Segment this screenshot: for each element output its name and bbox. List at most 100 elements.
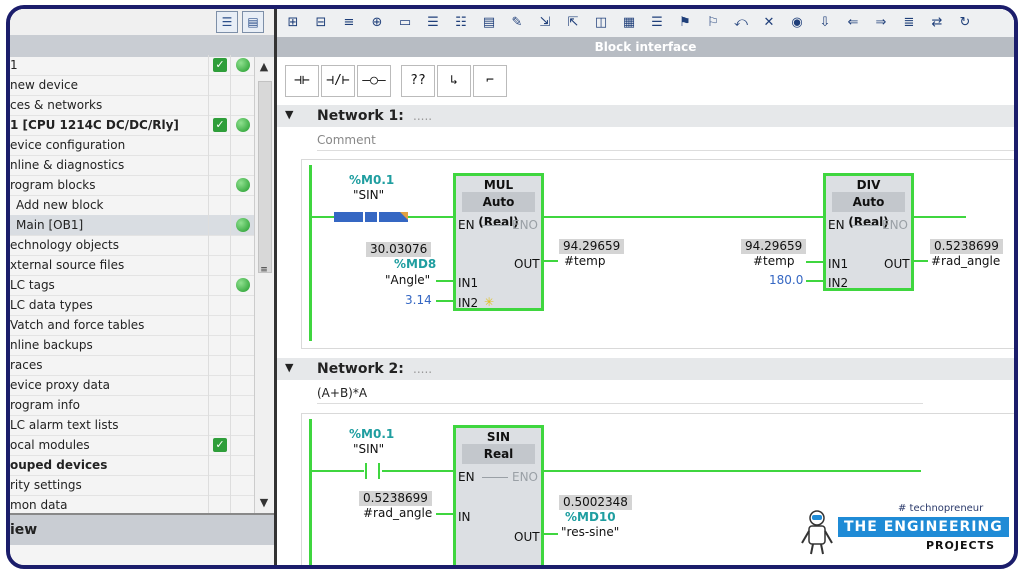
- network-title: Network 2:: [317, 361, 404, 377]
- block-interface-bar[interactable]: Block interface: [277, 37, 1014, 57]
- tree-item[interactable]: LC tags: [10, 275, 254, 296]
- tree-item[interactable]: evice proxy data: [10, 375, 254, 396]
- compare-icon[interactable]: ⇄: [931, 15, 943, 30]
- normally-closed-contact-icon[interactable]: ⊣/⊢: [321, 65, 355, 97]
- tree-item[interactable]: LC alarm text lists: [10, 415, 254, 436]
- tree-item[interactable]: nline & diagnostics: [10, 155, 254, 176]
- sin-block[interactable]: SIN Real EN ENO IN OUT: [453, 425, 544, 565]
- tree-item[interactable]: Vatch and force tables: [10, 315, 254, 336]
- tree-item[interactable]: 1✓: [10, 55, 254, 76]
- network-1: %M0.1 "SIN" MUL Auto (Real) EN ENO OUT I…: [301, 159, 1014, 349]
- tree-item[interactable]: Main [OB1]: [10, 215, 254, 236]
- mul-in1-symbol[interactable]: "Angle": [385, 273, 431, 287]
- network-comment[interactable]: Comment: [317, 130, 1014, 151]
- coil-icon[interactable]: –○–: [357, 65, 391, 97]
- tree-item[interactable]: ouped devices: [10, 455, 254, 476]
- pin-in1: IN1: [828, 257, 849, 271]
- network-title-placeholder: .....: [413, 109, 433, 123]
- tree-item[interactable]: nline backups: [10, 335, 254, 356]
- mul-block[interactable]: MUL Auto (Real) EN ENO OUT IN1 IN2 ✳: [453, 173, 544, 311]
- pin-en: EN: [458, 470, 475, 484]
- mul-in2-value[interactable]: 3.14: [405, 293, 432, 307]
- normally-open-contact-icon[interactable]: ⊣⊢: [285, 65, 319, 97]
- expand-icon[interactable]: ▤: [482, 15, 496, 30]
- div-out-value: 0.5238699: [930, 239, 1003, 254]
- add-row-icon[interactable]: ⊕: [371, 15, 383, 30]
- comment-icon[interactable]: ✎: [511, 15, 523, 30]
- sin-in-symbol[interactable]: #rad_angle: [363, 506, 433, 520]
- block-type[interactable]: Auto (Real): [832, 192, 905, 229]
- div-in2-value[interactable]: 180.0: [769, 273, 804, 287]
- scroll-up-icon[interactable]: ▲: [259, 60, 269, 73]
- list-icon[interactable]: ☰: [651, 15, 663, 30]
- collapse-icon[interactable]: ▼: [285, 361, 294, 374]
- block-type[interactable]: Auto (Real): [462, 192, 535, 229]
- show-icon[interactable]: ◫: [594, 15, 608, 30]
- favorites-icon[interactable]: ☷: [455, 15, 467, 30]
- tree-item[interactable]: rity settings: [10, 475, 254, 496]
- monitor-icon[interactable]: ◉: [791, 15, 803, 30]
- tree-item[interactable]: 1 [CPU 1214C DC/DC/Rly]✓: [10, 115, 254, 136]
- network-comment[interactable]: (A+B)*A: [317, 383, 923, 404]
- insert-row-icon[interactable]: ≡: [343, 15, 355, 30]
- refresh-icon[interactable]: ↻: [959, 15, 971, 30]
- contact-no-icon[interactable]: [364, 463, 382, 479]
- scroll-down-icon[interactable]: ▼: [259, 496, 269, 509]
- tree-item[interactable]: LC data types: [10, 295, 254, 316]
- list-view-icon[interactable]: ☰: [216, 11, 238, 33]
- online-column: [230, 215, 254, 235]
- tree-item[interactable]: echnology objects: [10, 235, 254, 256]
- network-2: %M0.1 "SIN" SIN Real EN ENO IN OUT 0.523…: [301, 413, 1014, 565]
- download-icon[interactable]: ⇩: [819, 15, 831, 30]
- prev-bookmark-icon[interactable]: ⤺: [734, 15, 748, 30]
- open-all-icon[interactable]: ⇲: [539, 15, 551, 30]
- contact-symbol: "SIN": [353, 188, 385, 202]
- pin-out: OUT: [514, 530, 540, 544]
- open-branch-icon[interactable]: ↳: [437, 65, 471, 97]
- align-icon[interactable]: ≣: [903, 15, 915, 30]
- contact-no-icon[interactable]: [334, 209, 408, 225]
- tree-scrollbar[interactable]: ▲ ≡ ▼: [254, 57, 273, 513]
- jump-right-icon[interactable]: ⇒: [875, 15, 887, 30]
- network-title-placeholder: .....: [413, 362, 433, 376]
- logo-subtitle: PROJECTS: [926, 539, 995, 552]
- absolute-address-icon[interactable]: ▭: [398, 15, 412, 30]
- network-2-header[interactable]: ▼ Network 2: .....: [277, 358, 1014, 380]
- remove-bookmark-icon[interactable]: ✕: [763, 15, 775, 30]
- jump-left-icon[interactable]: ⇐: [847, 15, 859, 30]
- div-in1-symbol[interactable]: #temp: [753, 254, 795, 268]
- insert-network-icon[interactable]: ⊞: [287, 15, 299, 30]
- delete-network-icon[interactable]: ⊟: [315, 15, 327, 30]
- tree-item[interactable]: xternal source files: [10, 255, 254, 276]
- tree-item[interactable]: races: [10, 355, 254, 376]
- div-block[interactable]: DIV Auto (Real) EN ENO IN1 OUT IN2: [823, 173, 914, 291]
- next-bookmark-icon[interactable]: ⚐: [707, 15, 719, 30]
- network-1-header[interactable]: ▼ Network 1: .....: [277, 105, 1014, 127]
- contact-address: %M0.1: [349, 427, 395, 441]
- block-type[interactable]: Real: [462, 444, 535, 464]
- tree-item[interactable]: rogram info: [10, 395, 254, 416]
- tree-item-label: 1: [10, 58, 18, 72]
- overview-icon[interactable]: ▤: [242, 11, 264, 33]
- tree-item[interactable]: Add new block: [10, 195, 254, 216]
- sin-out-symbol[interactable]: "res-sine": [561, 525, 620, 539]
- mul-out-symbol[interactable]: #temp: [564, 254, 606, 268]
- tree-item[interactable]: ces & networks: [10, 95, 254, 116]
- bookmark-icon[interactable]: ⚑: [679, 15, 691, 30]
- tree-item[interactable]: evice configuration: [10, 135, 254, 156]
- scroll-thumb[interactable]: [258, 81, 272, 273]
- details-view-header[interactable]: iew: [10, 513, 274, 545]
- shortcut-icon[interactable]: ☰: [427, 15, 439, 30]
- online-column: [230, 75, 254, 95]
- wire: [914, 260, 928, 262]
- close-all-icon[interactable]: ⇱: [567, 15, 579, 30]
- collapse-icon[interactable]: ▼: [285, 108, 294, 121]
- empty-box-icon[interactable]: ??: [401, 65, 435, 97]
- hide-icon[interactable]: ▦: [622, 15, 636, 30]
- tree-item[interactable]: ocal modules✓: [10, 435, 254, 456]
- close-branch-icon[interactable]: ⌐: [473, 65, 507, 97]
- tree-item[interactable]: rogram blocks: [10, 175, 254, 196]
- div-out-symbol[interactable]: #rad_angle: [931, 254, 1001, 268]
- tree-item[interactable]: new device: [10, 75, 254, 96]
- pin-out: OUT: [884, 257, 910, 271]
